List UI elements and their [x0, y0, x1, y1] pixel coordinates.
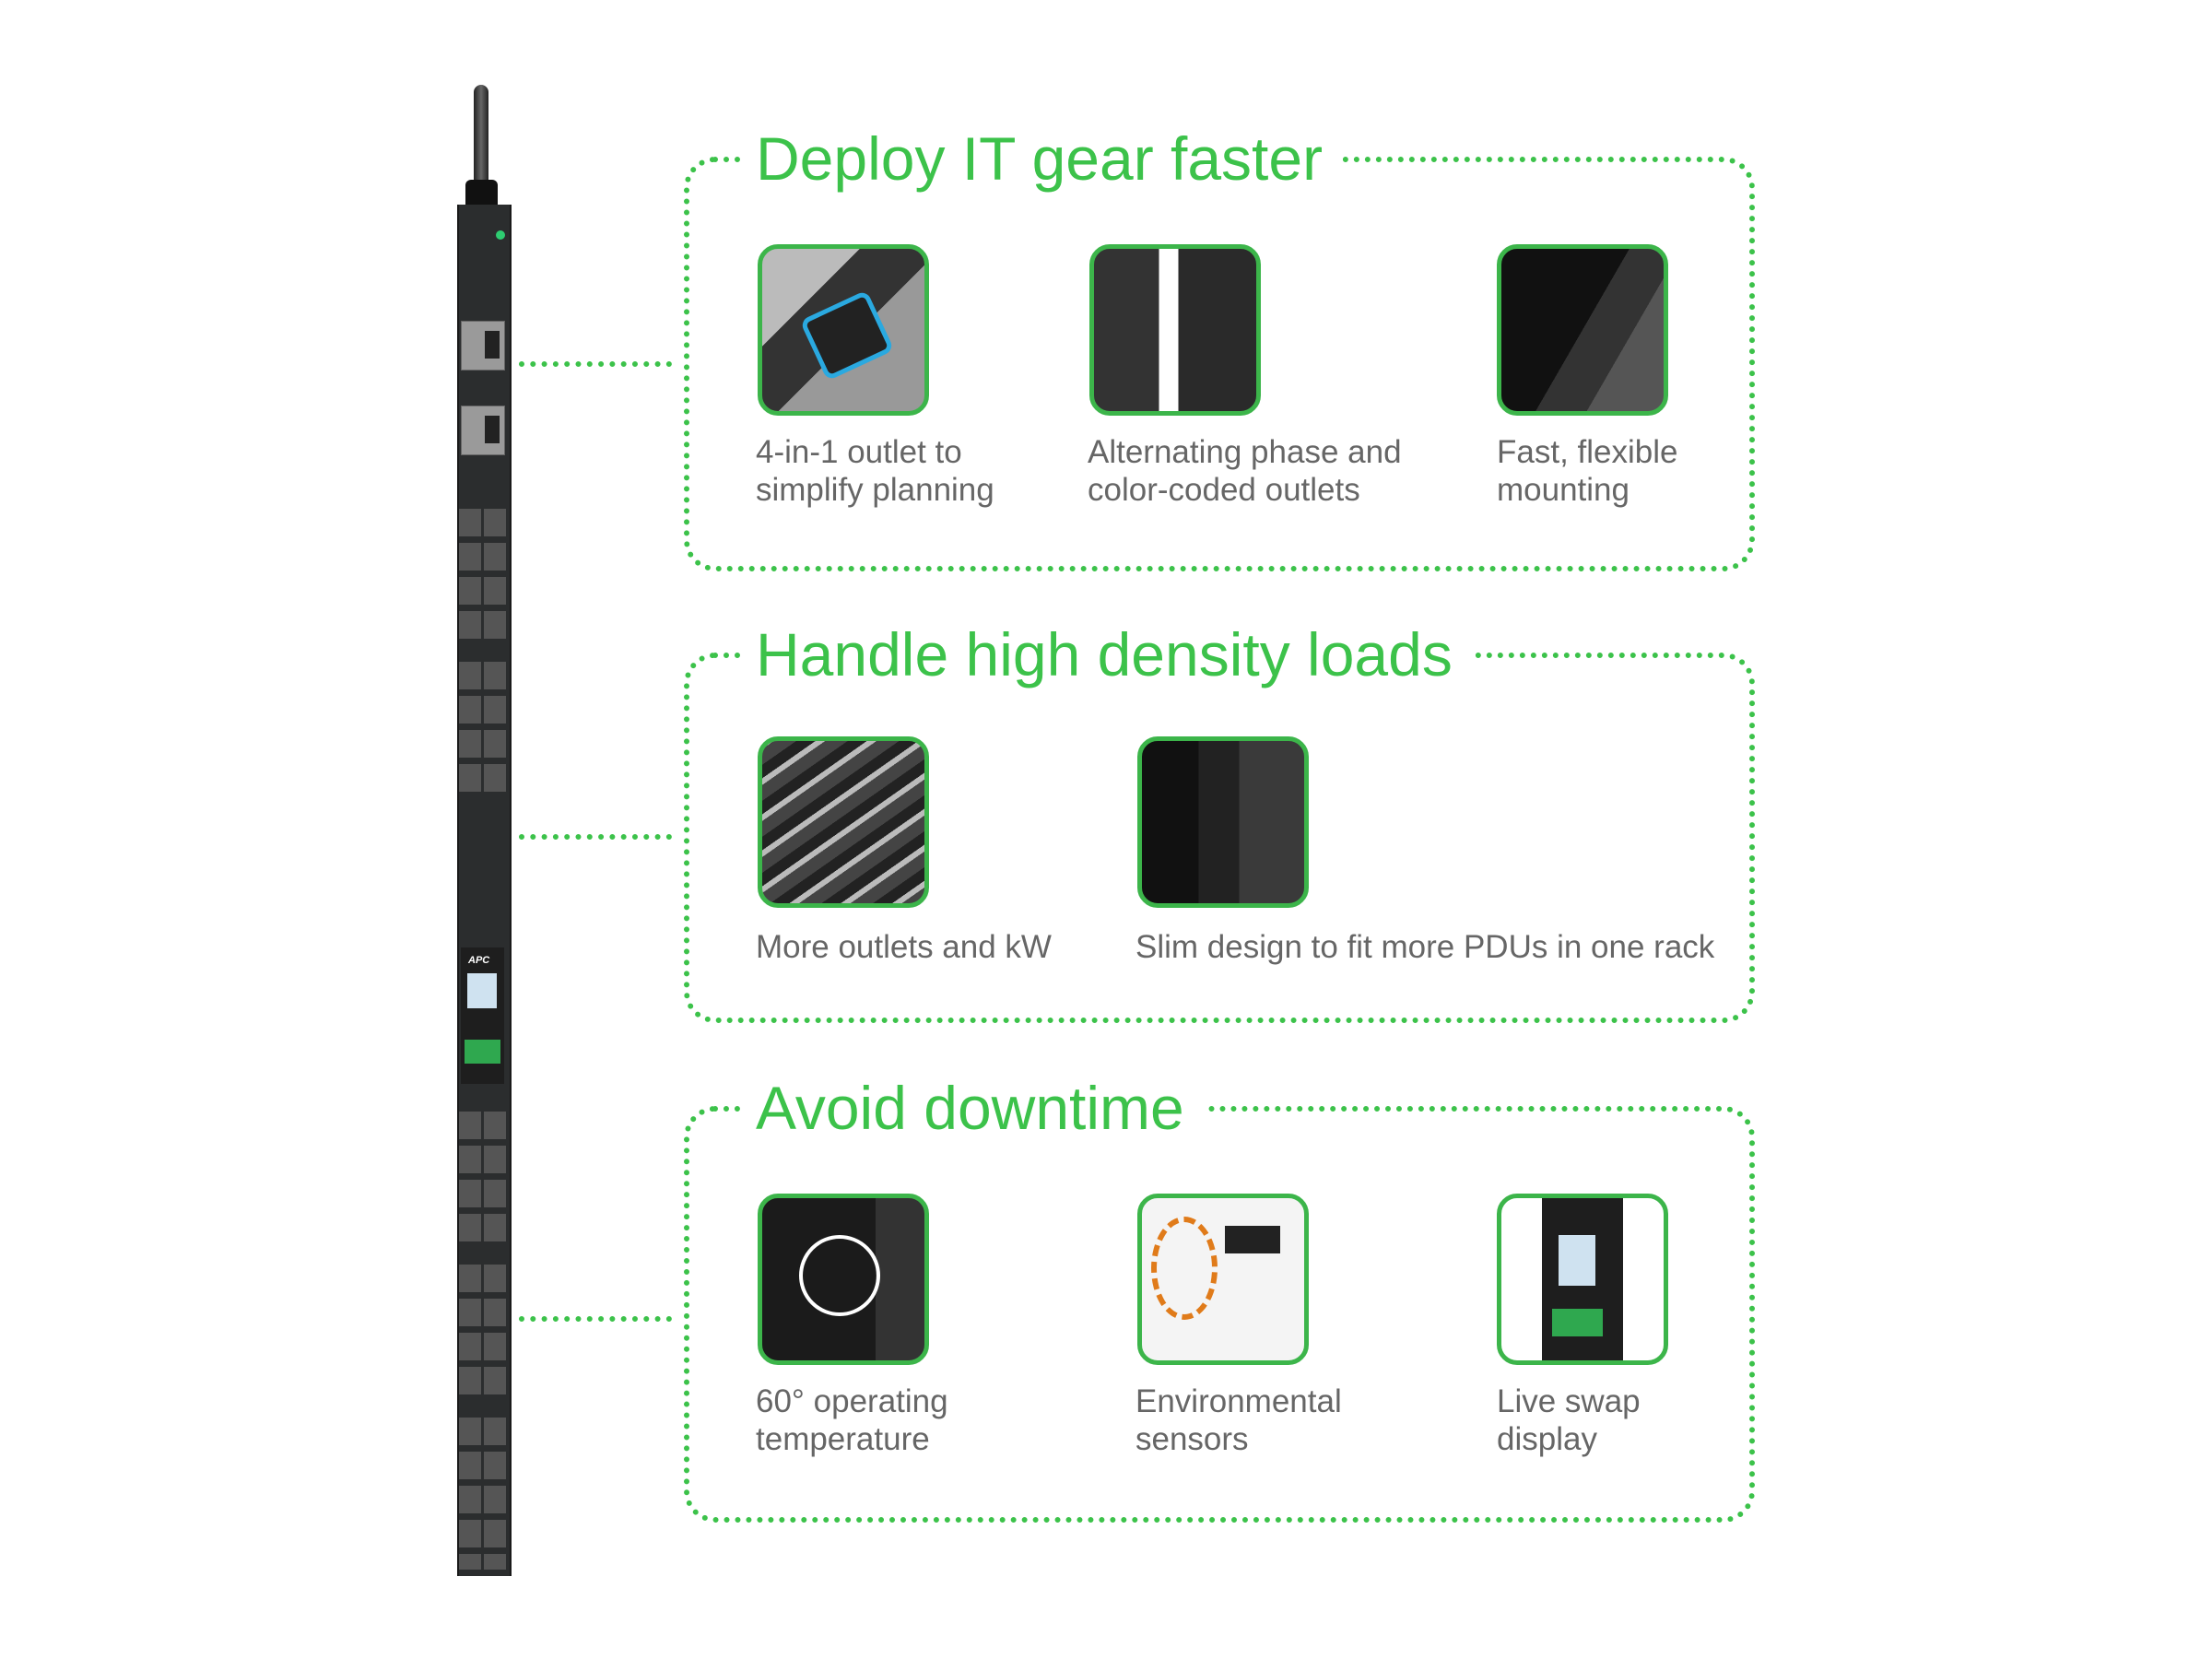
more-outlets-image: [758, 736, 929, 908]
connector-dotted-line: [519, 361, 672, 367]
outlet-bank: [459, 1265, 506, 1401]
connector-dotted-line: [519, 1316, 672, 1322]
section-avoid-downtime: Avoid downtime: [684, 1064, 1755, 1523]
section-high-density: Handle high density loads: [684, 610, 1755, 1023]
outlet-bank: [459, 1418, 506, 1570]
feature-caption: Slim design to fit more PDUs in one rack: [1135, 929, 1715, 965]
section-title: Handle high density loads: [745, 610, 1473, 699]
mounting-image: [1497, 244, 1668, 416]
power-cable: [474, 85, 488, 186]
outlet-4in1-image: [758, 244, 929, 416]
thermometer-icon: [758, 1194, 929, 1365]
outlet-bank: [459, 1112, 506, 1248]
section-deploy-it-gear: Deploy IT gear faster: [684, 114, 1755, 571]
breaker-b2: [461, 406, 505, 455]
live-swap-display-image: [1497, 1194, 1668, 1365]
feature-caption: More outlets and kW: [756, 929, 1052, 965]
color-coded-outlets-image: [1089, 244, 1261, 416]
connector-dotted-line: [519, 834, 672, 840]
pdu-display-module: APC: [461, 947, 504, 1084]
status-led: [496, 230, 505, 240]
outlet-bank: [459, 509, 506, 645]
breaker-b1: [461, 321, 505, 371]
outlet-bank: [459, 662, 506, 798]
slim-design-image: [1137, 736, 1309, 908]
cable-gland: [465, 180, 498, 206]
network-ports: [465, 1040, 500, 1064]
section-title: Avoid downtime: [745, 1064, 1205, 1152]
section-title: Deploy IT gear faster: [745, 114, 1344, 203]
environmental-sensors-image: [1137, 1194, 1309, 1365]
display-screen: [467, 973, 497, 1008]
apc-logo: APC: [468, 955, 490, 966]
